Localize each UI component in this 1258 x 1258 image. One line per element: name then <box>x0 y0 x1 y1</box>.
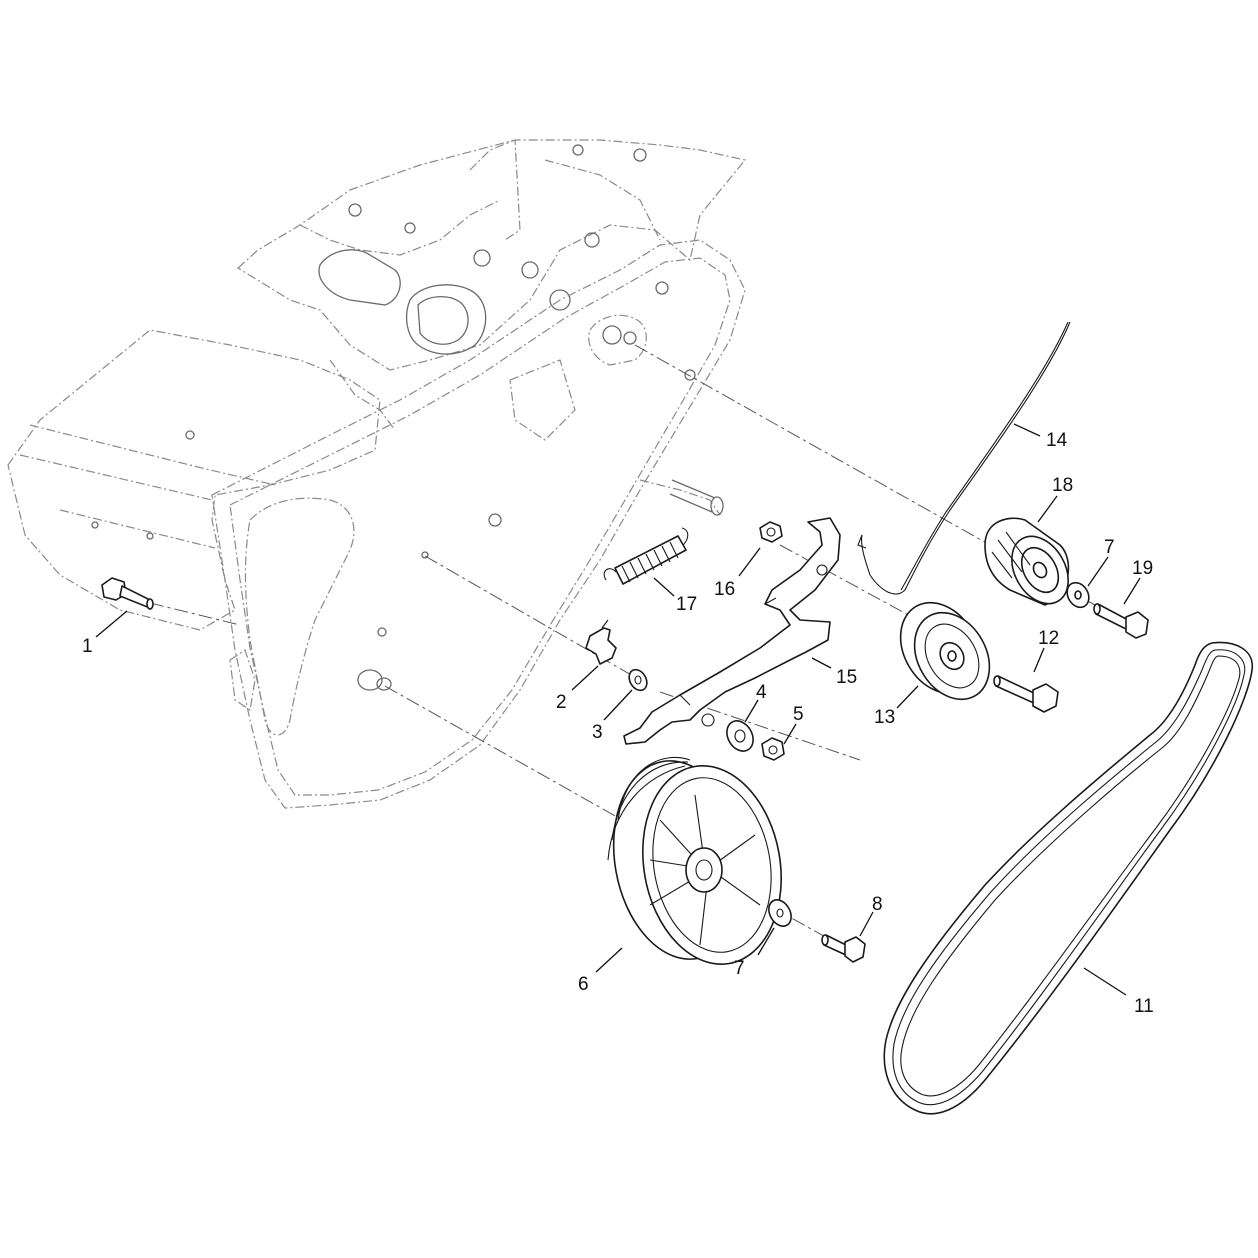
callout-7-lower: 7 <box>734 958 745 979</box>
part-bolt-1 <box>101 577 154 610</box>
callout-4: 4 <box>756 682 767 703</box>
callout-18: 18 <box>1052 475 1073 496</box>
part-spring-17 <box>603 527 689 585</box>
part-spacer-4 <box>726 720 754 752</box>
part-nut-5 <box>761 737 785 761</box>
part-spring-bracket-2 <box>585 619 617 665</box>
callout-labels: 1 2 3 4 5 6 7 7 8 11 12 13 14 15 16 17 1… <box>82 430 1154 1017</box>
callout-8: 8 <box>872 894 883 915</box>
callout-12: 12 <box>1038 628 1059 649</box>
part-pulley-18 <box>984 517 1070 606</box>
leader-lines <box>95 423 1141 996</box>
part-idler-pulley-13 <box>899 601 991 701</box>
part-washer-7-lower <box>768 899 792 927</box>
callout-6: 6 <box>578 974 589 995</box>
machine-housing-ghost <box>7 139 747 809</box>
part-bolt-12 <box>993 675 1059 713</box>
part-washer-3 <box>628 668 648 692</box>
callout-3: 3 <box>592 722 603 743</box>
callout-16: 16 <box>714 579 735 600</box>
callout-19: 19 <box>1132 558 1153 579</box>
callout-1: 1 <box>82 636 93 657</box>
callout-5: 5 <box>793 704 804 725</box>
part-nut-16 <box>759 521 783 543</box>
callout-15: 15 <box>836 667 857 688</box>
part-drive-belt-11 <box>883 641 1253 1115</box>
callout-7-upper: 7 <box>1104 537 1115 558</box>
part-washer-7-upper <box>1066 581 1090 609</box>
callout-14: 14 <box>1046 430 1068 451</box>
part-control-cable-14 <box>857 321 1071 595</box>
part-bolt-19 <box>1093 603 1149 639</box>
callout-17: 17 <box>676 594 697 615</box>
part-idler-arm-15 <box>623 517 841 745</box>
callout-2: 2 <box>556 692 567 713</box>
part-drive-pulley-6 <box>607 756 782 965</box>
callout-13: 13 <box>874 707 895 728</box>
part-bolt-8 <box>821 934 866 963</box>
callout-11: 11 <box>1134 996 1154 1017</box>
